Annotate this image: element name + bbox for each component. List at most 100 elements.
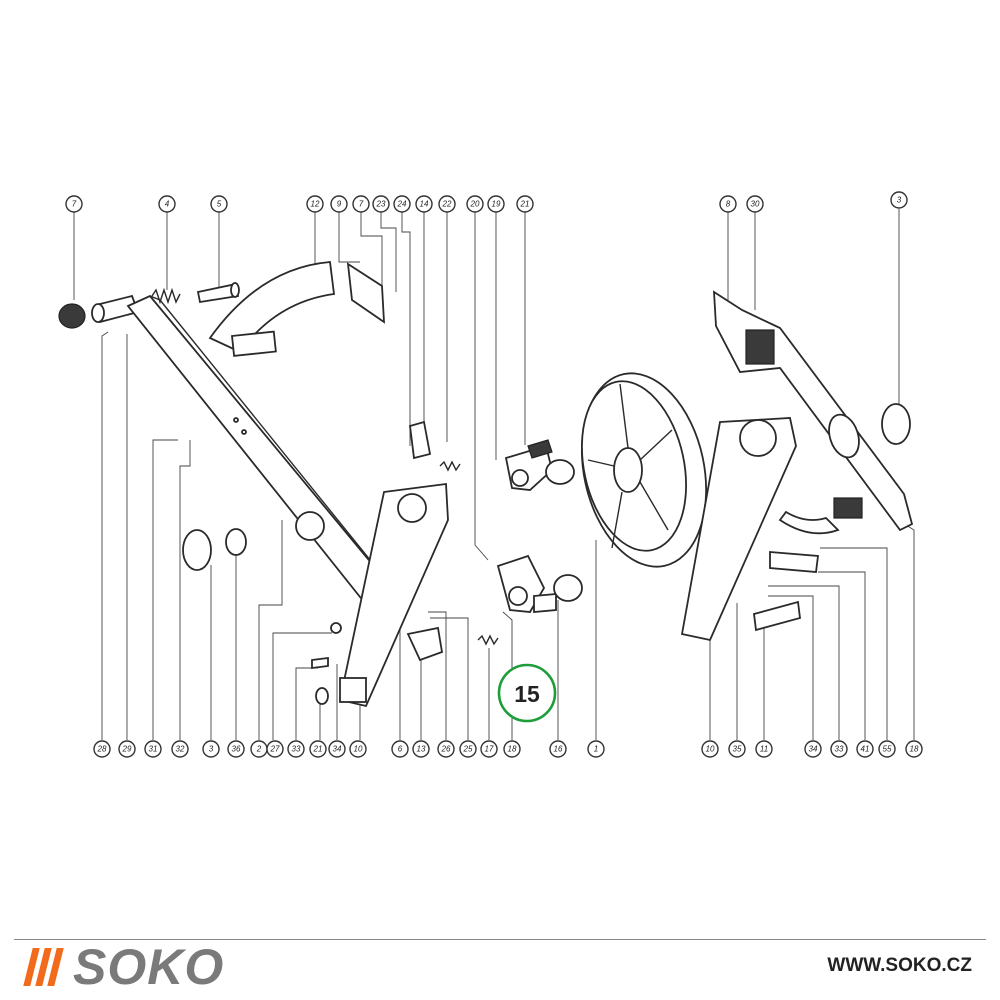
callout-33-second: 33 — [830, 740, 848, 758]
svg-text:18: 18 — [508, 745, 517, 754]
callout-24: 24 — [393, 195, 411, 213]
callout-1: 1 — [587, 740, 605, 758]
callout-14: 14 — [415, 195, 433, 213]
callout-13: 13 — [412, 740, 430, 758]
callout-28: 28 — [93, 740, 111, 758]
callout-2: 2 — [250, 740, 268, 758]
left-assembly-parts — [58, 261, 499, 708]
svg-text:28: 28 — [97, 745, 107, 754]
callout-3-second: 3 — [202, 740, 220, 758]
callout-34-second: 34 — [804, 740, 822, 758]
svg-text:3: 3 — [897, 196, 902, 205]
brand-name: SOKO — [73, 939, 225, 995]
callout-7: 7 — [65, 195, 83, 213]
svg-text:8: 8 — [726, 200, 731, 209]
svg-text:10: 10 — [354, 745, 363, 754]
callout-31: 31 — [144, 740, 162, 758]
svg-text:7: 7 — [359, 200, 364, 209]
svg-text:10: 10 — [706, 745, 715, 754]
svg-text:34: 34 — [333, 745, 342, 754]
callout-33: 33 — [287, 740, 305, 758]
callout-11: 11 — [755, 740, 773, 758]
callout-4: 4 — [158, 195, 176, 213]
svg-text:6: 6 — [398, 745, 403, 754]
callout-18-second: 18 — [905, 740, 923, 758]
svg-text:33: 33 — [292, 745, 301, 754]
callout-29: 29 — [118, 740, 136, 758]
callout-26: 26 — [437, 740, 455, 758]
brand-logo[interactable]: SOKO — [23, 939, 225, 995]
callout-18: 18 — [503, 740, 521, 758]
svg-text:30: 30 — [751, 200, 760, 209]
svg-text:27: 27 — [270, 745, 280, 754]
svg-text:9: 9 — [337, 200, 342, 209]
svg-text:12: 12 — [311, 200, 320, 209]
callout-16: 16 — [549, 740, 567, 758]
callout-25: 25 — [459, 740, 477, 758]
callout-20: 20 — [466, 195, 484, 213]
svg-text:7: 7 — [72, 200, 77, 209]
svg-text:5: 5 — [217, 200, 222, 209]
svg-text:18: 18 — [910, 745, 919, 754]
svg-text:22: 22 — [442, 200, 452, 209]
svg-text:3: 3 — [209, 745, 214, 754]
callout-12: 12 — [306, 195, 324, 213]
svg-text:21: 21 — [313, 745, 323, 754]
callout-6: 6 — [391, 740, 409, 758]
svg-text:55: 55 — [883, 745, 892, 754]
callout-34: 34 — [328, 740, 346, 758]
svg-text:36: 36 — [232, 745, 241, 754]
callout-8: 8 — [719, 195, 737, 213]
svg-text:25: 25 — [463, 745, 473, 754]
svg-text:41: 41 — [861, 745, 870, 754]
svg-text:2: 2 — [256, 745, 262, 754]
website-link[interactable]: WWW.SOKO.CZ — [827, 955, 972, 976]
right-assembly-parts — [680, 290, 914, 642]
callout-35: 35 — [728, 740, 746, 758]
svg-text:1: 1 — [594, 745, 598, 754]
callout-27: 27 — [266, 740, 284, 758]
callout-21-second: 21 — [309, 740, 327, 758]
callout-23: 23 — [372, 195, 390, 213]
svg-text:26: 26 — [441, 745, 451, 754]
svg-text:31: 31 — [149, 745, 158, 754]
svg-text:32: 32 — [176, 745, 185, 754]
callout-7-second: 7 — [352, 195, 370, 213]
callouts-bottom: 28 29 31 32 3 36 2 27 33 21 34 10 6 13 2… — [93, 740, 923, 758]
svg-text:4: 4 — [165, 200, 170, 209]
callouts-top: 7 4 5 12 9 7 23 24 14 22 20 19 21 8 30 3 — [65, 191, 908, 213]
svg-text:34: 34 — [809, 745, 818, 754]
callout-19: 19 — [487, 195, 505, 213]
svg-text:19: 19 — [492, 200, 501, 209]
callout-21: 21 — [516, 195, 534, 213]
svg-text:33: 33 — [835, 745, 844, 754]
svg-text:16: 16 — [554, 745, 563, 754]
callout-36: 36 — [227, 740, 245, 758]
svg-text:11: 11 — [760, 745, 768, 754]
svg-text:17: 17 — [485, 745, 494, 754]
svg-text:21: 21 — [520, 200, 530, 209]
svg-text:13: 13 — [417, 745, 426, 754]
callout-9: 9 — [330, 195, 348, 213]
callout-10: 10 — [349, 740, 367, 758]
footer-divider — [14, 939, 986, 940]
svg-text:20: 20 — [470, 200, 480, 209]
svg-text:23: 23 — [376, 200, 386, 209]
callout-3: 3 — [890, 191, 908, 209]
callout-32: 32 — [171, 740, 189, 758]
highlighted-part-label: 15 — [514, 681, 540, 707]
highlighted-part-callout: 15 — [497, 663, 557, 723]
svg-text:35: 35 — [733, 745, 742, 754]
callout-30: 30 — [746, 195, 764, 213]
callout-5: 5 — [210, 195, 228, 213]
callout-41: 41 — [856, 740, 874, 758]
callout-55: 55 — [878, 740, 896, 758]
center-assembly-parts — [496, 372, 708, 613]
three-slanted-bars-icon — [23, 948, 64, 986]
svg-text:24: 24 — [397, 200, 407, 209]
callout-22: 22 — [438, 195, 456, 213]
svg-text:14: 14 — [420, 200, 429, 209]
callout-17: 17 — [480, 740, 498, 758]
callout-10-second: 10 — [701, 740, 719, 758]
